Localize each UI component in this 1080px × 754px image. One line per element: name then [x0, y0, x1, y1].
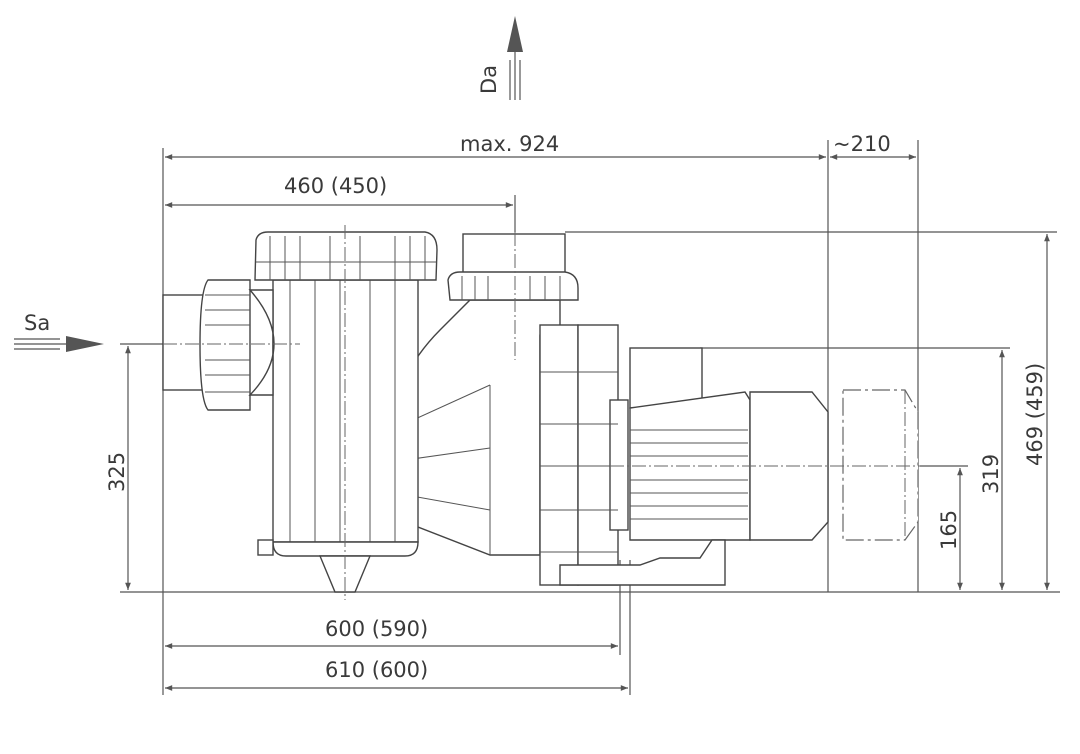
- discharge-label: Da: [477, 65, 501, 94]
- dim-overall-height: 469 (459): [1023, 363, 1047, 466]
- discharge-arrow-icon: [507, 16, 523, 100]
- dim-base-length-a: 600 (590): [325, 617, 428, 641]
- dim-base-length-b: 610 (600): [325, 658, 428, 682]
- suction-arrow-icon: [14, 336, 104, 352]
- motor-alternative-outline: [842, 389, 919, 541]
- dim-suction-to-discharge: 460 (450): [284, 174, 387, 198]
- dim-motor-axis-height: 165: [937, 510, 961, 550]
- dim-motor-top-height: 319: [979, 454, 1003, 494]
- suction-label: Sa: [24, 311, 50, 335]
- dim-suction-height: 325: [105, 452, 129, 492]
- dim-motor-clearance: ~210: [833, 132, 891, 156]
- pump-drawing: [162, 225, 920, 600]
- dimension-lines: [125, 154, 1050, 691]
- dim-overall-length: max. 924: [460, 132, 559, 156]
